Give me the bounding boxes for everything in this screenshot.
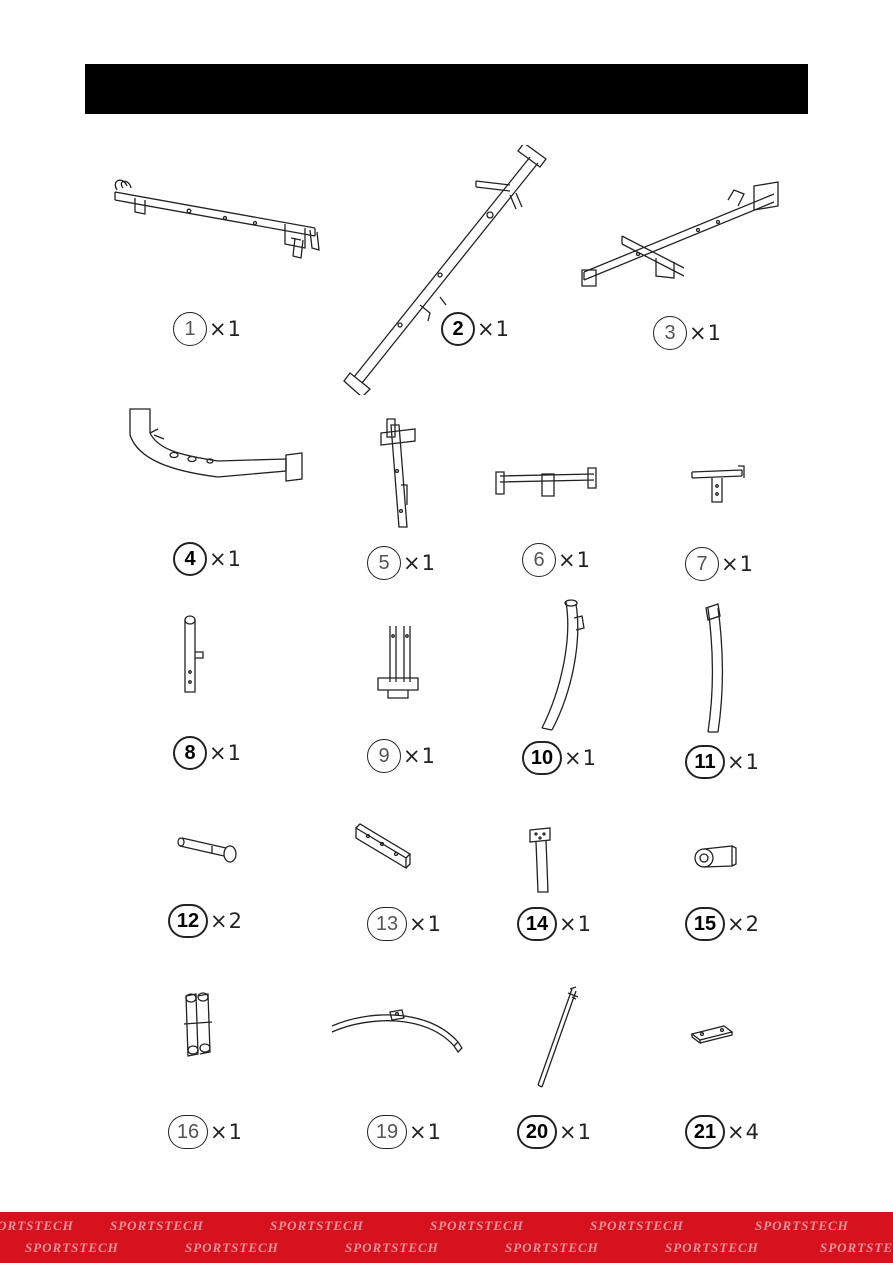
part-5-drawing xyxy=(380,418,416,528)
part-14-drawing xyxy=(529,827,551,893)
part-7-drawing xyxy=(691,465,745,503)
part-20-drawing xyxy=(537,986,579,1088)
footer-watermark: SPORTSTECH xyxy=(345,1240,439,1255)
footer-watermark: SPORTSTECH xyxy=(25,1240,119,1255)
part-quantity: ×1 xyxy=(559,1120,592,1144)
part-number-badge: 15 xyxy=(685,907,725,941)
part-quantity: ×1 xyxy=(477,317,510,341)
part-3-label: 3 ×1 xyxy=(653,315,722,351)
part-8-label: 8 ×1 xyxy=(173,735,242,771)
part-quantity: ×1 xyxy=(209,741,242,765)
part-21-drawing xyxy=(690,1025,734,1045)
footer-watermark: SPORTSTECH xyxy=(505,1240,599,1255)
part-quantity: ×1 xyxy=(727,750,760,774)
part-15-label: 15 ×2 xyxy=(685,906,760,942)
part-1-drawing xyxy=(114,179,320,259)
part-21-label: 21 ×4 xyxy=(685,1114,760,1150)
part-quantity: ×1 xyxy=(689,321,722,345)
part-number-badge: 21 xyxy=(685,1115,725,1149)
part-quantity: ×1 xyxy=(209,547,242,571)
part-10-label: 10 ×1 xyxy=(522,740,597,776)
part-4-drawing xyxy=(129,408,303,482)
part-13-drawing xyxy=(355,823,412,870)
part-9-label: 9 ×1 xyxy=(367,738,436,774)
footer-watermark: SPORTSTECH xyxy=(755,1218,849,1233)
part-quantity: ×1 xyxy=(409,1120,442,1144)
part-2-drawing xyxy=(343,145,547,395)
part-19-label: 19 ×1 xyxy=(367,1114,442,1150)
part-quantity: ×4 xyxy=(727,1120,760,1144)
footer-watermark: SPORTSTECH xyxy=(430,1218,524,1233)
part-4-label: 4 ×1 xyxy=(173,541,242,577)
part-12-drawing xyxy=(177,837,237,863)
part-quantity: ×1 xyxy=(559,912,592,936)
header-bar xyxy=(85,64,808,114)
part-number-badge: 1 xyxy=(173,312,207,346)
part-11-drawing xyxy=(705,603,724,733)
part-quantity: ×1 xyxy=(209,317,242,341)
part-9-drawing xyxy=(377,626,419,699)
part-number-badge: 11 xyxy=(685,745,725,779)
part-number-badge: 2 xyxy=(441,312,475,346)
part-16-drawing xyxy=(183,992,213,1057)
part-number-badge: 19 xyxy=(367,1115,407,1149)
part-8-drawing xyxy=(184,615,204,693)
part-quantity: ×1 xyxy=(721,552,754,576)
part-10-drawing xyxy=(541,599,585,731)
footer-watermark: SPORTSTECH xyxy=(110,1218,204,1233)
part-number-badge: 16 xyxy=(168,1115,208,1149)
part-number-badge: 13 xyxy=(367,907,407,941)
part-number-badge: 14 xyxy=(517,907,557,941)
footer-watermark: SPORTSTECH xyxy=(820,1240,893,1255)
part-number-badge: 8 xyxy=(173,736,207,770)
part-number-badge: 3 xyxy=(653,316,687,350)
part-2-label: 2 ×1 xyxy=(441,311,510,347)
part-20-label: 20 ×1 xyxy=(517,1114,592,1150)
part-number-badge: 12 xyxy=(168,904,208,938)
part-quantity: ×2 xyxy=(727,912,760,936)
part-number-badge: 5 xyxy=(367,546,401,580)
part-number-badge: 10 xyxy=(522,741,562,775)
part-7-label: 7 ×1 xyxy=(685,546,754,582)
part-5-label: 5 ×1 xyxy=(367,545,436,581)
part-quantity: ×1 xyxy=(210,1120,243,1144)
part-14-label: 14 ×1 xyxy=(517,906,592,942)
part-11-label: 11 ×1 xyxy=(685,744,760,780)
part-16-label: 16 ×1 xyxy=(168,1114,243,1150)
part-12-label: 12 ×2 xyxy=(168,903,243,939)
part-3-drawing xyxy=(581,181,779,287)
part-number-badge: 4 xyxy=(173,542,207,576)
footer-brand-band: SPORTSTECH SPORTSTECH SPORTSTECH SPORTST… xyxy=(0,1212,893,1263)
part-15-drawing xyxy=(694,845,737,868)
footer-watermark: SPORTSTECH xyxy=(590,1218,684,1233)
part-1-label: 1 ×1 xyxy=(173,311,242,347)
part-quantity: ×1 xyxy=(564,746,597,770)
footer-watermark: SPORTSTECH xyxy=(665,1240,759,1255)
part-19-drawing xyxy=(331,1009,463,1054)
footer-watermark: SPORTSTECH xyxy=(0,1218,74,1233)
part-quantity: ×1 xyxy=(409,912,442,936)
part-quantity: ×1 xyxy=(558,548,591,572)
part-quantity: ×1 xyxy=(403,744,436,768)
part-number-badge: 20 xyxy=(517,1115,557,1149)
part-6-label: 6 ×1 xyxy=(522,542,591,578)
footer-watermark: SPORTSTECH xyxy=(270,1218,364,1233)
part-6-drawing xyxy=(495,467,597,497)
part-number-badge: 9 xyxy=(367,739,401,773)
part-number-badge: 7 xyxy=(685,547,719,581)
part-quantity: ×1 xyxy=(403,551,436,575)
part-13-label: 13 ×1 xyxy=(367,906,442,942)
part-number-badge: 6 xyxy=(522,543,556,577)
part-quantity: ×2 xyxy=(210,909,243,933)
footer-watermark: SPORTSTECH xyxy=(185,1240,279,1255)
